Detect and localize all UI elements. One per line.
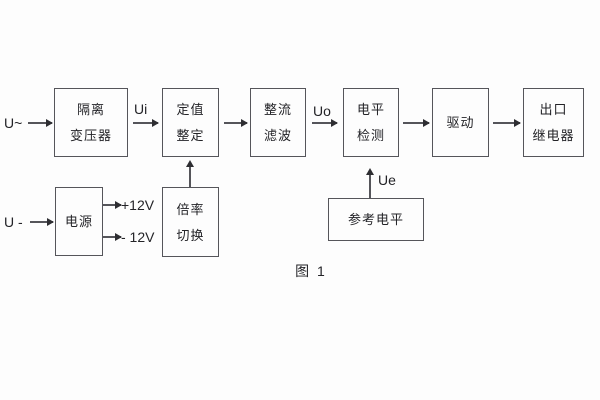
block-rectifier-filter: 整流 滤波: [250, 88, 306, 157]
block-power-supply-line1: 电源: [64, 214, 93, 229]
block-isolation-transformer-line1: 隔离: [76, 102, 105, 117]
signal-ui-label: Ui: [134, 101, 148, 117]
rail-positive-12v-label: +12V: [121, 197, 155, 213]
arrow-setting-to-rectifier: [224, 122, 247, 124]
block-level-detection: 电平 检测: [343, 88, 399, 157]
block-ratio-switching-line2: 切换: [176, 227, 205, 243]
block-rectifier-filter-line1: 整流: [263, 102, 292, 117]
block-setting-adjustment-line2: 整定: [176, 128, 205, 143]
arrow-uo-rectifier-to-level-detection: [312, 122, 337, 124]
block-reference-level: 参考电平: [328, 198, 424, 241]
block-driver: 驱动: [432, 88, 489, 157]
block-output-relay: 出口 继电器: [523, 88, 584, 157]
ac-input-label: U~: [4, 115, 23, 131]
arrow-power-to-positive-rail: [102, 204, 121, 206]
block-power-supply: 电源: [55, 187, 103, 256]
block-isolation-transformer: 隔离 变压器: [54, 88, 128, 157]
arrow-ui-isolation-to-setting: [133, 122, 158, 124]
rail-negative-12v-label: - 12V: [121, 229, 155, 245]
block-reference-level-line1: 参考电平: [347, 212, 404, 227]
block-driver-line1: 驱动: [446, 115, 475, 130]
block-level-detection-line2: 检测: [356, 128, 385, 143]
arrow-driver-to-output-relay: [493, 122, 520, 124]
block-ratio-switching-line1: 倍率: [176, 201, 205, 217]
block-setting-adjustment: 定值 整定: [162, 88, 219, 157]
block-output-relay-line1: 出口: [539, 102, 568, 117]
block-setting-adjustment-line1: 定值: [176, 102, 205, 117]
block-rectifier-filter-line2: 滤波: [263, 128, 292, 143]
arrow-ratio-switching-to-setting: [189, 167, 191, 187]
arrow-ue-reference-to-level-detection: [369, 175, 371, 198]
signal-ue-label: Ue: [378, 172, 396, 188]
block-ratio-switching: 倍率 切换: [162, 187, 219, 257]
arrow-power-to-negative-rail: [102, 236, 121, 238]
dc-input-label: U -: [4, 214, 23, 230]
block-level-detection-line1: 电平: [356, 102, 385, 117]
arrow-dc-input-to-power-supply: [30, 221, 53, 223]
block-output-relay-line2: 继电器: [532, 128, 575, 143]
block-isolation-transformer-line2: 变压器: [69, 128, 112, 143]
arrow-ac-input-to-isolation-transformer: [28, 122, 52, 124]
arrow-level-detection-to-driver: [403, 122, 429, 124]
figure-caption: 图 1: [295, 263, 327, 279]
signal-uo-label: Uo: [313, 103, 331, 119]
